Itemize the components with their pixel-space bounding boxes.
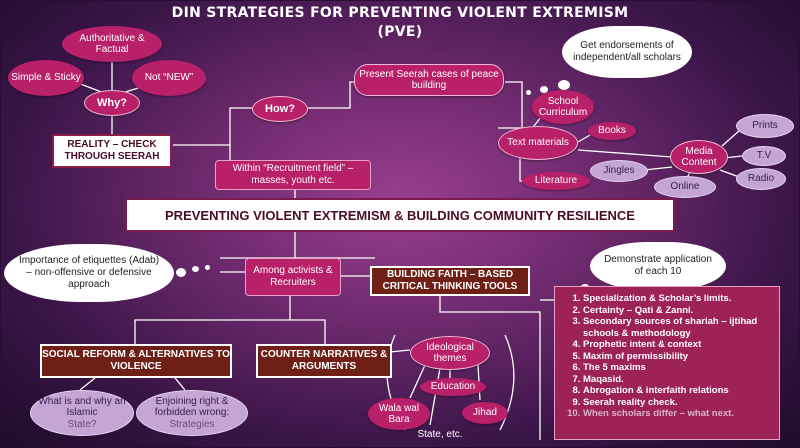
online-label: Online (670, 181, 700, 193)
activists-label: Among activists & Recruiters (253, 265, 333, 288)
ideological-label: Ideological themes (426, 341, 474, 365)
radio-label: Radio (747, 173, 775, 185)
central-topic: PREVENTING VIOLENT EXTREMISM & BUILDING … (125, 198, 675, 232)
title-line-1: DIN STRATEGIES FOR PREVENTING VIOLENT EX… (171, 5, 629, 21)
islamic-state-label: What is and why an Islamic (38, 395, 126, 419)
tool-item: Certainty – Qati & Zanni. (583, 305, 773, 317)
demonstrate-label: Demonstrate application of each 10 (604, 254, 712, 277)
prints-label: Prints (752, 120, 778, 132)
why-node: Why? (84, 90, 140, 116)
thought-bubble-dot (540, 86, 548, 93)
thought-bubble-dot (558, 80, 570, 90)
building-faith-box: BUILDING FAITH – BASED CRITICAL THINKING… (370, 266, 530, 296)
tool-item: Prophetic intent & context (583, 339, 773, 351)
school-label: School Curriculum (538, 95, 588, 119)
thought-bubble-dot (526, 90, 531, 95)
why-label: Why? (97, 96, 127, 109)
enjoining-dim-label: Strategies (169, 418, 215, 430)
critical-thinking-tools-list: Specialization & Scholar’s limits.Certai… (554, 286, 780, 440)
state-etc-label: State, etc. (417, 428, 463, 440)
endorsement-label: Get endorsements of independent/all scho… (573, 40, 681, 63)
media-content-node: Media Content (670, 140, 728, 174)
counter-label: COUNTER NARRATIVES & ARGUMENTS (260, 349, 388, 372)
tool-item: Abrogation & interfaith relations (583, 385, 773, 397)
how-node: How? (252, 96, 308, 122)
tool-item: Seerah reality check. (583, 397, 773, 409)
tool-item: Maxim of permissibility (583, 351, 773, 363)
tools-ordered-list: Specialization & Scholar’s limits.Certai… (559, 293, 773, 420)
literature-label: Literature (534, 175, 578, 187)
tv-node: T.V (742, 146, 786, 166)
text-materials-label: Text materials (507, 137, 569, 149)
how-label: How? (265, 102, 295, 115)
wala-label: Wala wal Bara (378, 402, 420, 426)
radio-node: Radio (736, 168, 786, 190)
seerah-cases-node: Present Seerah cases of peace building (354, 64, 504, 96)
thought-bubble-dot (205, 265, 210, 270)
tool-item: When scholars differ – what next. (583, 408, 773, 420)
simple-label: Simple & Sticky (11, 72, 81, 84)
not-new-label: Not “NEW” (144, 72, 194, 84)
online-node: Online (654, 176, 716, 198)
reality-label: REALITY – CHECK THROUGH SEERAH (64, 139, 160, 162)
tool-item: Secondary sources of shariah – ijtihad s… (583, 316, 773, 339)
tv-label: T.V (756, 150, 772, 162)
education-node: Education (420, 378, 486, 396)
activists-recruiters-node: Among activists & Recruiters (245, 258, 341, 296)
jingles-node: Jingles (590, 160, 648, 182)
books-node: Books (588, 122, 636, 140)
authoritative-label: Authoritative & Factual (79, 32, 145, 56)
thought-bubble-dot (176, 268, 186, 277)
building-faith-label: BUILDING FAITH – BASED CRITICAL THINKING… (382, 269, 518, 292)
etiquettes-cloud: Importance of etiquettes (Adab) – non-of… (4, 244, 174, 302)
endorsement-cloud: Get endorsements of independent/all scho… (562, 26, 692, 78)
social-reform-box: SOCIAL REFORM & ALTERNATIVES TO VIOLENCE (40, 344, 232, 378)
recruitment-label: Within “Recruitment field” – masses, you… (232, 163, 354, 186)
jihad-label: Jihad (473, 407, 497, 419)
thought-bubble-dot (192, 266, 199, 272)
etiquettes-label: Importance of etiquettes (Adab) – non-of… (18, 255, 160, 290)
islamic-state-dim-label: State? (67, 418, 97, 430)
reality-check-box: REALITY – CHECK THROUGH SEERAH (52, 134, 172, 168)
seerah-cases-label: Present Seerah cases of peace building (359, 68, 499, 92)
education-label: Education (430, 381, 476, 393)
tool-item: The 5 maxims (583, 362, 773, 374)
literature-node: Literature (522, 172, 590, 190)
jingles-label: Jingles (603, 165, 635, 177)
demonstrate-cloud: Demonstrate application of each 10 (590, 242, 726, 290)
tool-item: Specialization & Scholar’s limits. (583, 293, 773, 305)
media-content-label: Media Content (681, 145, 717, 169)
state-etc-node: State, etc. (410, 426, 470, 442)
authoritative-factual-node: Authoritative & Factual (62, 26, 162, 62)
tool-item: Maqasid. (583, 374, 773, 386)
enjoining-label: Enjoining right & forbidden wrong: (154, 395, 230, 419)
islamic-state-node: What is and why an Islamic State? (30, 390, 134, 436)
enjoining-right-node: Enjoining right & forbidden wrong: Strat… (136, 390, 248, 436)
ideological-themes-node: Ideological themes (410, 336, 490, 370)
prints-node: Prints (736, 114, 794, 138)
central-label: PREVENTING VIOLENT EXTREMISM & BUILDING … (165, 207, 635, 223)
social-reform-label: SOCIAL REFORM & ALTERNATIVES TO VIOLENCE (42, 349, 230, 372)
text-materials-node: Text materials (498, 126, 578, 160)
wala-wal-bara-node: Wala wal Bara (368, 398, 430, 430)
diagram-title: DIN STRATEGIES FOR PREVENTING VIOLENT EX… (120, 4, 680, 42)
recruitment-field-node: Within “Recruitment field” – masses, you… (215, 160, 371, 190)
counter-narratives-box: COUNTER NARRATIVES & ARGUMENTS (256, 344, 392, 378)
books-label: Books (598, 125, 626, 137)
simple-sticky-node: Simple & Sticky (8, 60, 84, 96)
not-new-node: Not “NEW” (132, 60, 206, 96)
school-curriculum-node: School Curriculum (532, 90, 594, 124)
jihad-node: Jihad (462, 402, 508, 424)
title-line-2: (PVE) (377, 24, 423, 40)
